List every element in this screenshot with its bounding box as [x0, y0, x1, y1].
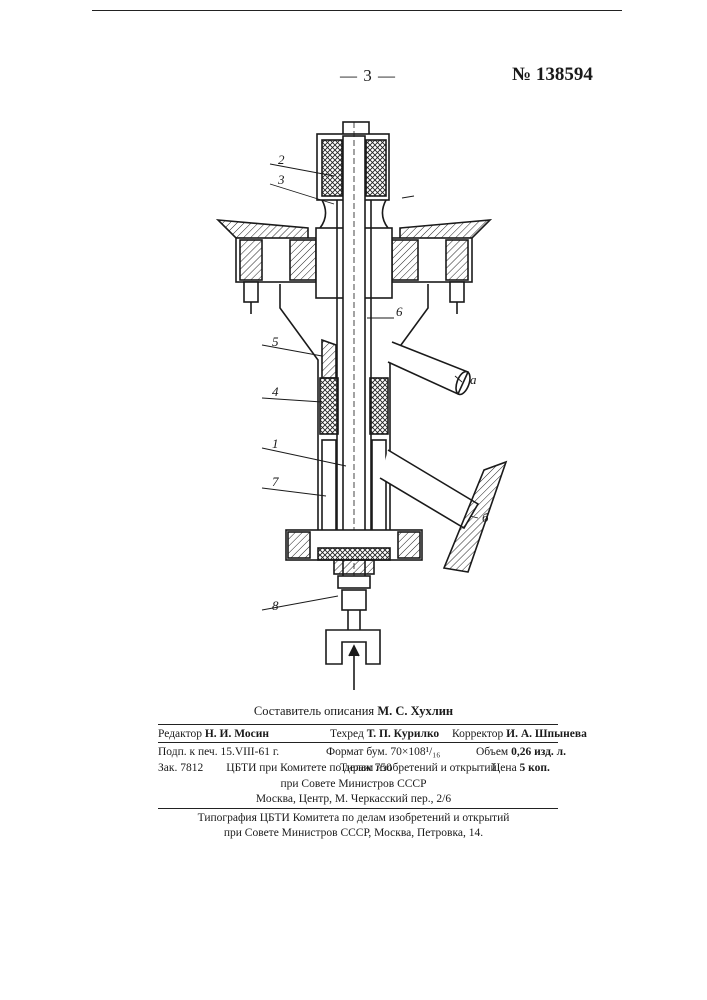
- publisher-line-3: Москва, Центр, М. Черкасский пер., 2/6: [0, 793, 707, 805]
- cover-plate: [218, 220, 308, 240]
- editor: Редактор Н. И. Мосин: [158, 728, 269, 740]
- right-bolt: [450, 282, 464, 302]
- corrector: Корректор И. А. Шпынева: [452, 728, 587, 740]
- technical-drawing: 2 3 6 5 4 1 7 8 а б: [200, 108, 540, 698]
- techred: Техред Т. П. Курилко: [330, 728, 439, 740]
- mid-packing-left: [320, 378, 338, 434]
- label-2: 2: [278, 152, 285, 167]
- top-packing-left: [322, 140, 342, 196]
- imprint-rule-2: [158, 742, 558, 743]
- printer-line-1: Типография ЦБТИ Комитета по делам изобре…: [0, 812, 707, 824]
- mid-packing-right: [370, 378, 388, 434]
- paper-format: Формат бум. 70×108¹/₁₆: [326, 746, 440, 758]
- imprint-rule-3: [158, 808, 558, 809]
- composer-line: Составитель описания М. С. Хухлин: [0, 704, 707, 719]
- label-8: 8: [272, 598, 279, 613]
- label-3: 3: [277, 172, 285, 187]
- label-6: 6: [396, 304, 403, 319]
- patent-number: № 138594: [512, 64, 593, 86]
- imprint-rule-1: [158, 724, 558, 725]
- volume: Объем 0,26 изд. л.: [476, 746, 566, 758]
- left-bolt: [244, 282, 258, 302]
- label-4: 4: [272, 384, 279, 399]
- label-5: 5: [272, 334, 279, 349]
- publisher-line-2: при Совете Министров СССР: [0, 778, 707, 790]
- page-number: — 3 —: [340, 66, 396, 86]
- nozzle-b: [380, 450, 478, 528]
- label-a: а: [470, 372, 477, 387]
- label-1: 1: [272, 436, 279, 451]
- label-b: б: [482, 510, 489, 525]
- publisher-line-1: ЦБТИ при Комитете по делам изобретений и…: [8, 762, 707, 774]
- label-7: 7: [272, 474, 279, 489]
- top-packing-right: [366, 140, 386, 196]
- printer-line-2: при Совете Министров СССР, Москва, Петро…: [0, 827, 707, 839]
- top-rule: [92, 10, 622, 11]
- signed-date: Подп. к печ. 15.VIII-61 г.: [158, 746, 279, 758]
